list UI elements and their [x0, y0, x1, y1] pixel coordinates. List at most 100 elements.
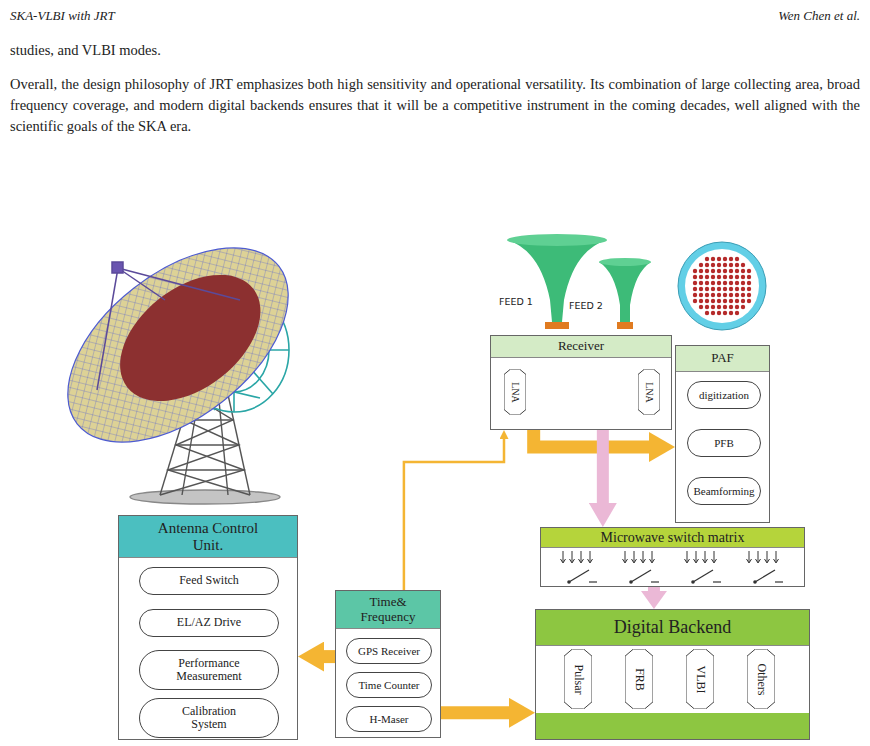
node-text: Time& Frequency: [352, 595, 424, 624]
paf-element: [735, 275, 739, 279]
function-pill: Feed Switch: [139, 567, 279, 595]
paf-element: [747, 293, 751, 297]
signal-arrow: [404, 439, 504, 590]
node-text: GPS Receiver: [358, 645, 420, 657]
paf-element: [723, 275, 727, 279]
paf-element: [717, 299, 721, 303]
paf-element: [741, 269, 745, 273]
paf-element: [723, 311, 727, 315]
paf-element: [717, 257, 721, 261]
node-text: Microwave switch matrix: [601, 530, 745, 545]
paf-element: [705, 305, 709, 309]
paf-element: [741, 281, 745, 285]
paf-element: [729, 293, 733, 297]
paf-element: [705, 311, 709, 315]
node-text: Beamforming: [693, 485, 754, 497]
receiver-box: ReceiverLNALNA: [490, 335, 672, 430]
lna-block: LNA: [504, 369, 526, 415]
paf-element: [711, 263, 715, 267]
backend-strip: [536, 713, 809, 739]
paf-element: [723, 263, 727, 267]
signal-arrow: [648, 587, 660, 591]
header-band: PAF: [676, 346, 769, 372]
paf-box: PAF digitizationPFB Beamforming: [675, 345, 770, 523]
paf-element: [711, 281, 715, 285]
paf-element: [741, 287, 745, 291]
paf-element: [693, 275, 697, 279]
node-text: Feed Switch: [179, 574, 239, 587]
paf-element: [699, 293, 703, 297]
author-head: Wen Chen et al.: [560, 8, 860, 24]
node-text: PAF: [711, 351, 734, 365]
paf-element: [699, 287, 703, 291]
header-band: Antenna Control Unit.: [119, 516, 297, 558]
node-text: Time Counter: [358, 679, 419, 691]
paf-element: [729, 299, 733, 303]
body-paragraph: Overall, the design philosophy of JRT em…: [10, 74, 860, 137]
paf-element: [705, 281, 709, 285]
signal-arrow: [441, 706, 509, 719]
paf-element: [699, 305, 703, 309]
paf-element: [705, 293, 709, 297]
running-head: SKA-VLBI with JRT: [10, 8, 115, 24]
node-text: VLBI: [693, 665, 708, 693]
paf-element: [711, 287, 715, 291]
paf-element: [741, 275, 745, 279]
paf-element: [711, 269, 715, 273]
header-band: Microwave switch matrix: [541, 528, 804, 548]
backend-mode: Others: [747, 649, 775, 709]
paf-element: [711, 311, 715, 315]
paf-element: [747, 281, 751, 285]
paf-element: [741, 305, 745, 309]
time-frequency-box: Time& FrequencyGPS ReceiverTime CounterH…: [335, 590, 441, 738]
paf-element: [729, 287, 733, 291]
paf-element: [729, 257, 733, 261]
digital-backend-box: Digital BackendPulsar FRB VLBI Others: [535, 609, 810, 740]
function-pill: Calibration System: [139, 698, 279, 738]
function-pill: EL/AZ Drive: [139, 609, 279, 637]
node-text: H-Maser: [369, 713, 408, 725]
paf-element: [711, 305, 715, 309]
paf-element: [717, 269, 721, 273]
paf-element: [735, 293, 739, 297]
paf-element: [735, 311, 739, 315]
paf-element: [729, 311, 733, 315]
paf-element: [735, 269, 739, 273]
paf-element: [711, 257, 715, 261]
body-text: studies, and VLBI modes.: [10, 42, 161, 59]
paf-element: [723, 293, 727, 297]
node-text: Digital Backend: [614, 618, 731, 638]
signal-arrow: [324, 650, 335, 663]
paf-element: [723, 269, 727, 273]
header-band: Time& Frequency: [336, 591, 440, 629]
paf-element: [693, 293, 697, 297]
node-text: Calibration System: [164, 705, 254, 731]
lna-block: LNA: [638, 369, 660, 415]
paf-element: [729, 275, 733, 279]
paf-element: [723, 281, 727, 285]
function-pill: digitization: [687, 381, 761, 409]
node-text: Antenna Control Unit.: [149, 520, 267, 553]
feed-label: FEED 2: [569, 300, 603, 311]
paf-element: [735, 281, 739, 285]
node-text: Pulsar: [571, 664, 586, 694]
function-pill: PFB: [687, 429, 761, 457]
function-pill: Beamforming: [687, 477, 761, 505]
paf-element: [693, 281, 697, 285]
function-pill: GPS Receiver: [346, 638, 432, 664]
function-pill: Performance Measurement: [139, 650, 279, 690]
paf-element: [747, 299, 751, 303]
node-text: EL/AZ Drive: [177, 616, 241, 629]
node-text: LNA: [510, 382, 521, 403]
paf-element: [717, 281, 721, 285]
paf-element: [705, 275, 709, 279]
signal-arrow: [597, 430, 609, 503]
paf-element: [735, 299, 739, 303]
paf-array: [678, 242, 766, 330]
paf-element: [723, 305, 727, 309]
paf-element: [723, 287, 727, 291]
paf-element: [741, 299, 745, 303]
backend-mode: FRB: [625, 649, 653, 709]
paf-element: [717, 311, 721, 315]
backend-mode: VLBI: [686, 649, 714, 709]
